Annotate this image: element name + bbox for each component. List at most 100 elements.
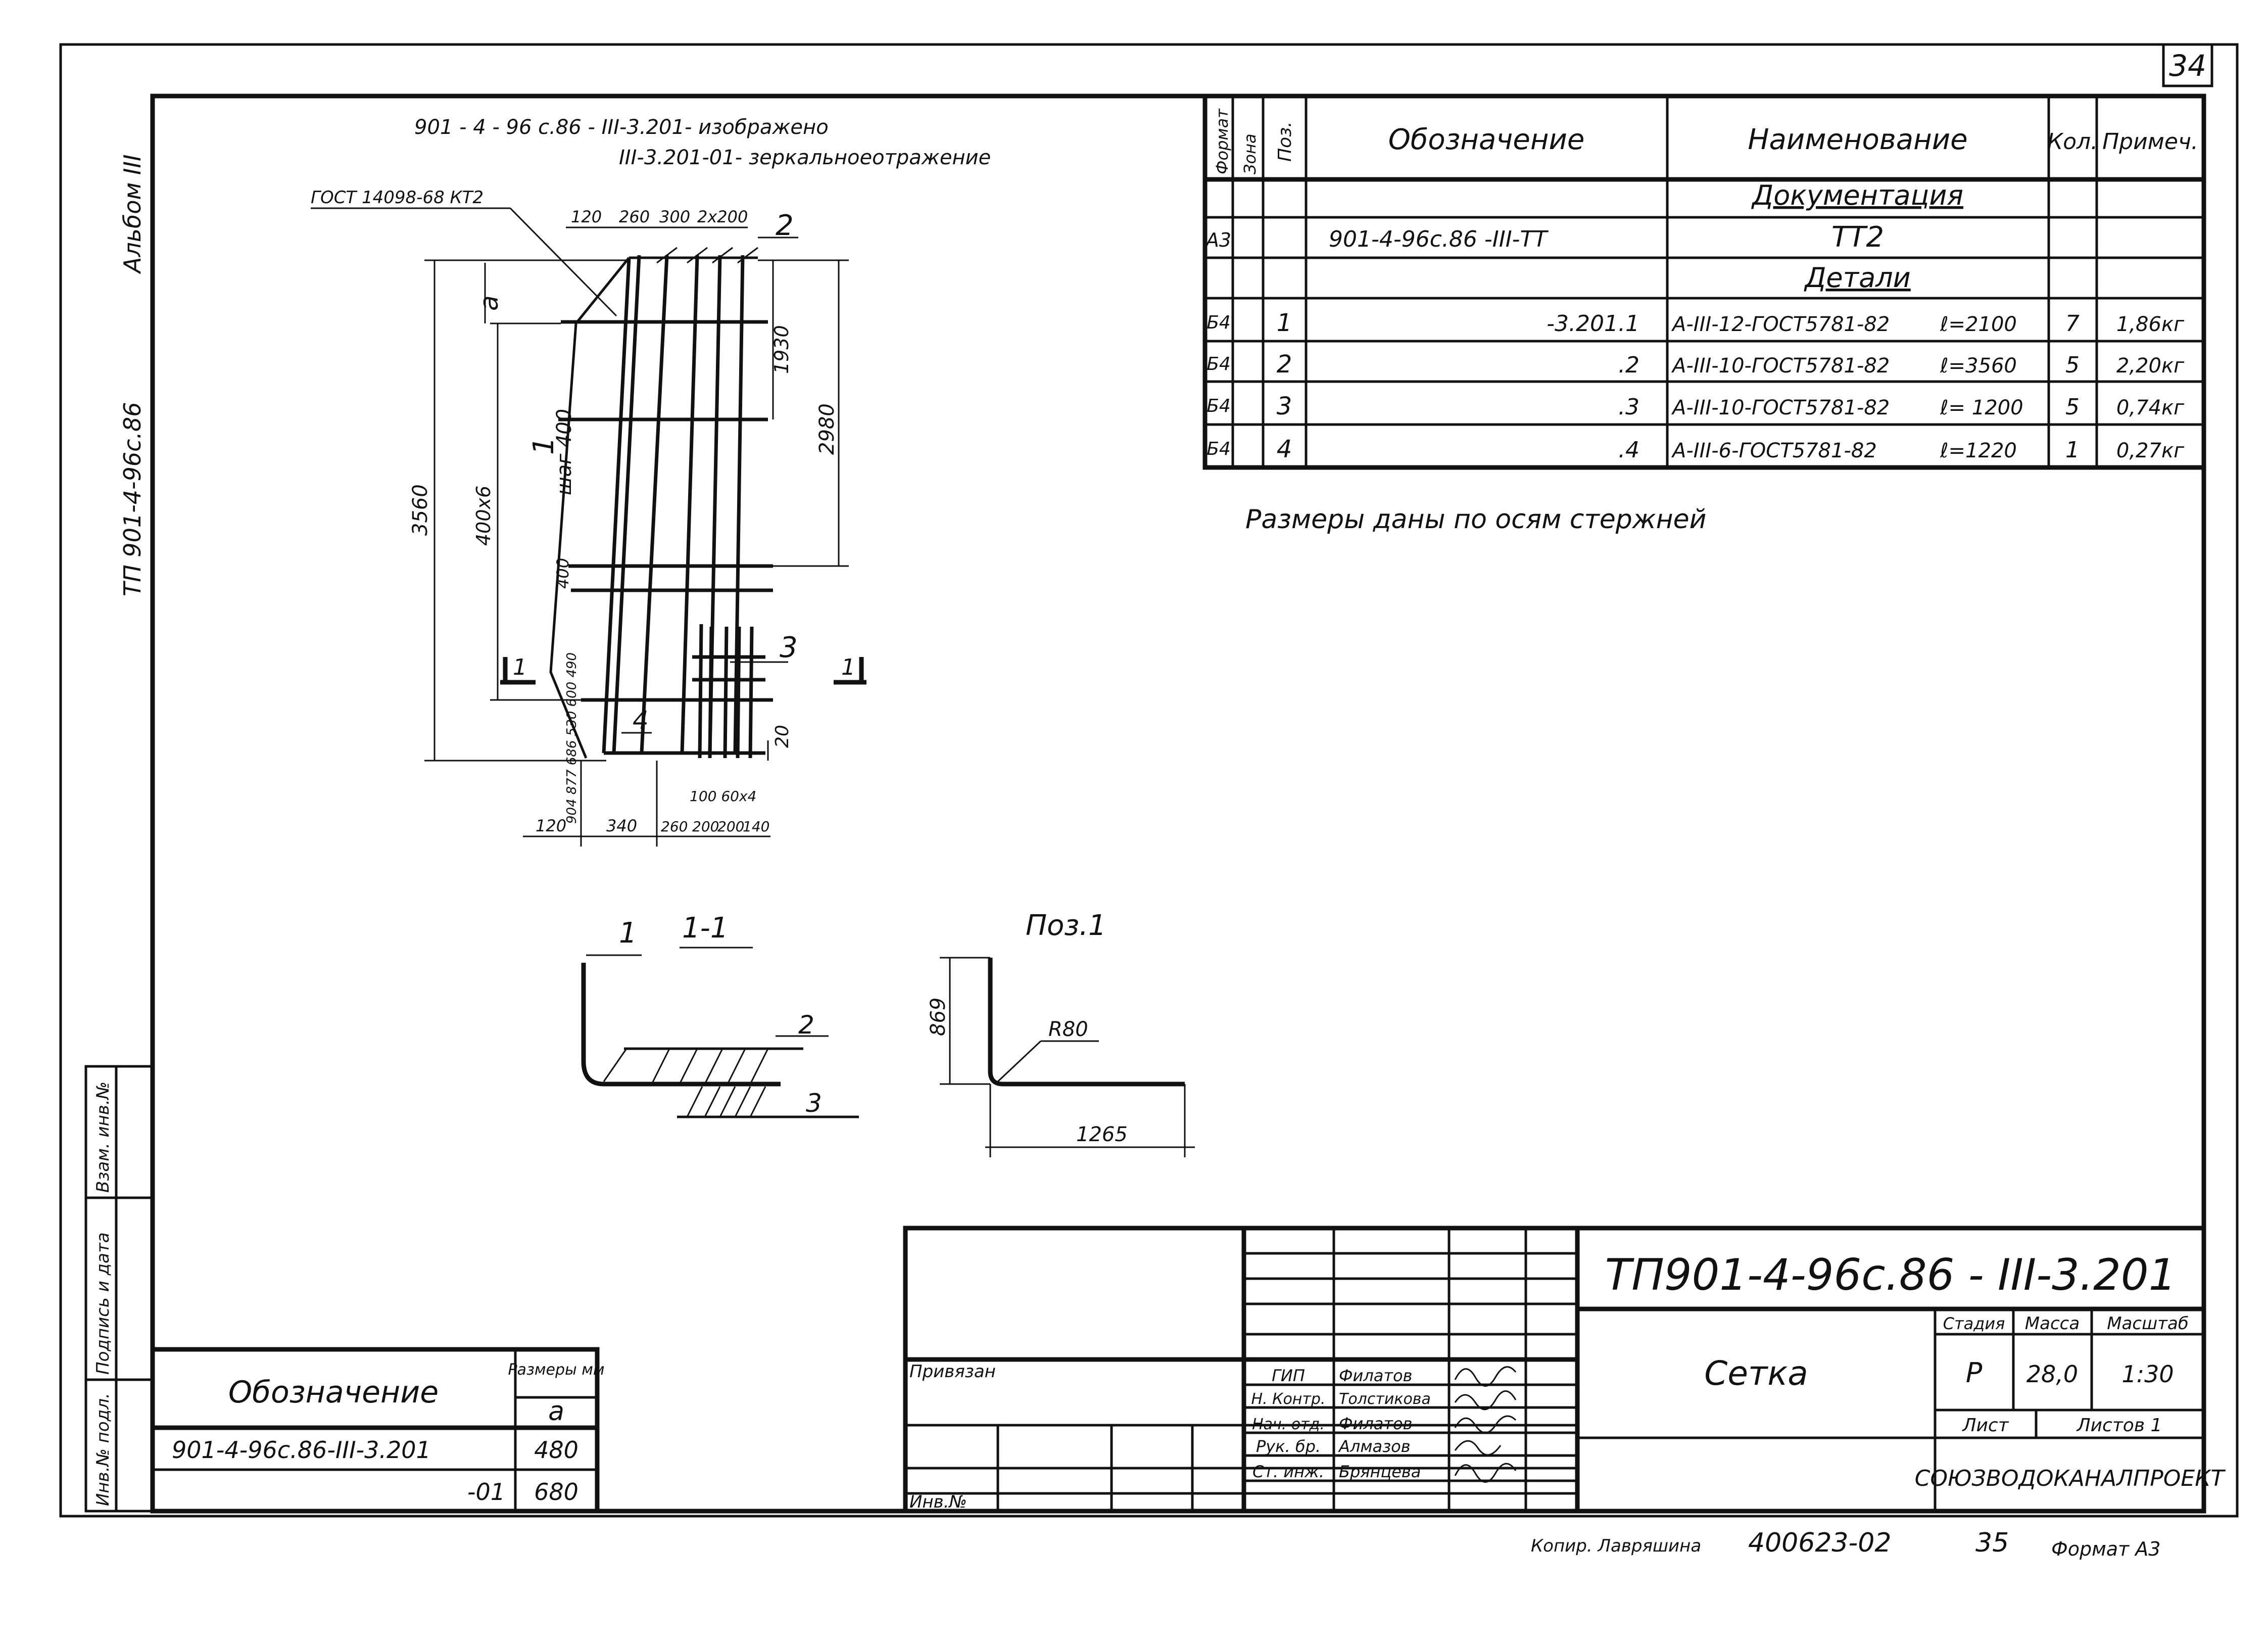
row-name: А-III-12-ГОСТ5781-82: [1671, 313, 1890, 336]
row-qty: 1: [2065, 437, 2080, 463]
stamp-signature: Подпись и дата: [93, 1232, 113, 1375]
row-format: Б4: [1207, 354, 1231, 374]
tb-name-3: Филатов: [1339, 1414, 1412, 1433]
hdr-designation: Обозначение: [1388, 123, 1585, 156]
section-mark-left: 1: [513, 654, 527, 680]
dim-2980: 2980: [815, 403, 839, 455]
row-pos: 2: [1277, 350, 1292, 379]
row-qty: 5: [2065, 352, 2080, 378]
hdr-format: Формат: [1213, 108, 1232, 174]
row-qty: 7: [2065, 311, 2080, 337]
row-qty: 5: [2065, 394, 2080, 420]
variant-2-designation: -01: [467, 1478, 505, 1506]
stamp-inv: Инв.№ подл.: [93, 1393, 113, 1506]
gost-label: ГОСТ 14098-68 КТ2: [311, 187, 484, 208]
section-title: 1-1: [682, 912, 728, 945]
row-length: ℓ=2100: [1940, 313, 2017, 336]
tb-role-3: Нач. отд.: [1252, 1416, 1325, 1433]
doc-name: ТТ2: [1831, 221, 1884, 254]
footer-order: 400623-02: [1748, 1528, 1891, 1558]
tb-name-5: Брянцева: [1339, 1462, 1421, 1481]
tb-name-4: Алмазов: [1338, 1437, 1411, 1456]
horizontal-bars: [558, 320, 773, 755]
row-pos: 3: [1277, 392, 1292, 420]
callout-1: 1: [527, 437, 560, 455]
hdr-note: Примеч.: [2102, 129, 2198, 155]
stamp-replace: Взам. инв.№: [93, 1082, 113, 1193]
row-name: А-III-10-ГОСТ5781-82: [1671, 396, 1890, 419]
spec-table: Формат Зона Поз. Обозначение Наименовани…: [1202, 93, 2206, 470]
tb-name: Сетка: [1704, 1354, 1808, 1393]
section-callout-1: 1: [619, 917, 637, 950]
dim-20: 20: [772, 725, 793, 748]
row-name: А-III-6-ГОСТ5781-82: [1671, 439, 1877, 462]
hdr-name: Наименование: [1748, 123, 1967, 156]
footer-format: Формат А3: [2051, 1538, 2160, 1560]
row-length: ℓ= 1200: [1940, 396, 2023, 419]
variants-header-size: Размеры мм: [508, 1361, 604, 1379]
page-number: 34: [2169, 49, 2206, 83]
axes-note: Размеры даны по осям стержней: [1245, 504, 1706, 535]
footer-sheet-no: 35: [1975, 1528, 2009, 1558]
dim-400x6: 400х6: [472, 486, 495, 546]
top-dim-120: 120: [571, 207, 602, 226]
row-note: 2,20кг: [2116, 354, 2185, 378]
section-view: 1-1 1 2 3: [581, 912, 859, 1118]
tb-inv: Инв.№: [909, 1492, 967, 1512]
signature-2: [1454, 1390, 1517, 1411]
dims-100-60x4: 100 60х4: [690, 788, 756, 805]
dim-1930: 1930: [770, 325, 793, 374]
variants-table: Обозначение Размеры мм а 901-4-96с.86-II…: [150, 1347, 605, 1514]
row-designation: .3: [1618, 394, 1639, 420]
top-dim-300: 300: [659, 207, 690, 226]
variant-1-designation: 901-4-96с.86-III-3.201: [172, 1436, 431, 1464]
hdr-qty: Кол.: [2047, 129, 2098, 155]
bottom-dim-340: 340: [606, 816, 637, 835]
tb-sheets-label: Листов 1: [2076, 1415, 2162, 1436]
footer: Копир. Лавряшина 400623-02 35 Формат А3: [1531, 1528, 2160, 1560]
hdr-zone: Зона: [1240, 133, 1260, 174]
tb-role-5: Ст. инж.: [1252, 1462, 1324, 1481]
tb-scale: 1:30: [2121, 1360, 2174, 1388]
row-note: 0,27кг: [2116, 439, 2185, 462]
bottom-dim-200a: 200: [692, 818, 719, 835]
pos1-dim-1265: 1265: [1076, 1123, 1128, 1146]
dim-a: а: [474, 295, 504, 311]
short-bars: [692, 624, 765, 759]
callout-3: 3: [780, 631, 798, 664]
tb-stage: Р: [1966, 1357, 1983, 1389]
section-callout-3: 3: [806, 1089, 822, 1118]
dim-400: 400: [553, 558, 572, 589]
row-format: Б4: [1207, 439, 1231, 459]
pos1-view: Поз.1 869 R80 1265: [927, 909, 1195, 1157]
left-low-dims: 904 877 686 530 600 490: [564, 652, 580, 824]
row-format: Б4: [1207, 396, 1231, 416]
tb-scale-header: Масштаб: [2107, 1313, 2189, 1334]
step-label: шаг 400: [553, 409, 576, 495]
variant-2-value: 680: [534, 1478, 578, 1506]
row-note: 1,86кг: [2116, 313, 2185, 336]
album-label: Альбом III: [119, 154, 146, 274]
row-designation: .2: [1618, 352, 1639, 378]
signature-5: [1454, 1463, 1517, 1483]
row-pos: 1: [1277, 309, 1292, 337]
tb-code: ТП901-4-96с.86 - III-3.201: [1605, 1250, 2177, 1300]
callout-2: 2: [776, 209, 794, 242]
variant-1-value: 480: [534, 1436, 578, 1464]
callout-4: 4: [633, 706, 649, 735]
tb-sheet-label: Лист: [1961, 1415, 2009, 1436]
section-details: Детали: [1804, 262, 1911, 294]
doc-format: А3: [1204, 229, 1231, 251]
tb-role-1: ГИП: [1272, 1366, 1305, 1385]
section-callout-2: 2: [798, 1010, 814, 1040]
tb-name-2: Толстикова: [1339, 1390, 1431, 1408]
bottom-dim-140: 140: [743, 818, 769, 835]
tb-role-4: Рук. бр.: [1256, 1437, 1321, 1456]
pos1-dim-869: 869: [927, 998, 950, 1036]
signature-3: [1454, 1415, 1517, 1434]
variants-header-designation: Обозначение: [228, 1375, 439, 1410]
hdr-pos: Поз.: [1275, 121, 1295, 162]
tb-role-2: Н. Контр.: [1251, 1390, 1326, 1408]
section-mark-right: 1: [841, 654, 855, 680]
